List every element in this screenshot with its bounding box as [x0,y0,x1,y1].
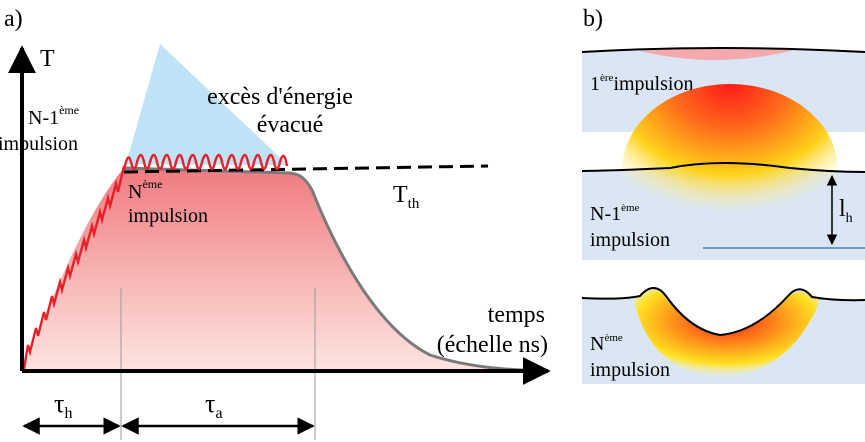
sample-prev-pulse: lh N-1ème impulsion [581,84,865,260]
excess-energy-label-2: évacué [257,112,324,138]
panel-b-label: b) [583,6,603,32]
nth-pulse-word: impulsion [128,205,208,227]
nth-pulse-b-word: impulsion [590,359,670,381]
threshold-label: Tth [393,182,420,212]
temperature-area [22,168,548,371]
nth-pulse-label: Nème [128,177,162,203]
prev-pulse-b-label: N-1ème [590,202,640,225]
panel-b: b) 1èreimpulsion lh N-1ème impulsion Nèm… [581,6,865,384]
prev-pulse-label: N-1ème [28,103,79,129]
sample-nth-pulse: Nème impulsion [581,287,865,384]
prev-pulse-b-word: impulsion [590,229,670,251]
x-axis-label-2: (échelle ns) [437,332,548,358]
tau-a-label: τa [205,389,223,422]
panel-a: a) T temps (échelle ns) excès d'énergie … [0,6,551,440]
pulse-train-plateau [122,153,289,171]
depth-label: lh [839,196,853,226]
threshold-line [123,164,489,174]
cooling-curve [123,166,549,373]
x-axis-label-1: temps [488,302,545,328]
nth-pulse-b-label: Nème [590,332,623,355]
prev-pulse-word: impulsion [0,133,78,155]
pulse-train-rise [22,165,126,370]
first-pulse-label: 1èreimpulsion [590,72,693,95]
excess-energy-region [126,44,288,165]
excess-energy-label-1: excès d'énergie [207,84,353,110]
y-axis-label: T [40,46,55,72]
tau-h-label: τh [54,389,72,422]
panel-a-label: a) [4,6,23,32]
